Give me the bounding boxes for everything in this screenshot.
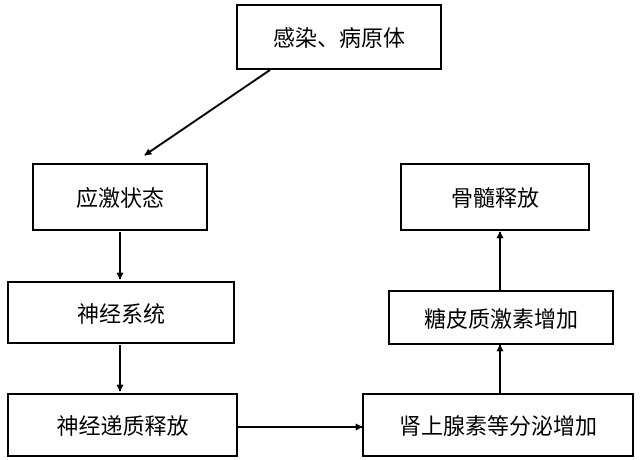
node-nervous-label: 神经系统 [76, 302, 165, 328]
node-bone-marrow-label: 骨髓释放 [450, 187, 539, 212]
node-adrenal-label: 肾上腺素等分泌增加 [398, 415, 597, 440]
node-nervous: 神经系统 [7, 281, 235, 344]
node-stress-label: 应激状态 [75, 187, 164, 212]
node-infection-label: 感染、病原体 [272, 27, 405, 52]
node-glucocorticoid-label: 糖皮质激素增加 [423, 307, 578, 333]
node-stress: 应激状态 [32, 163, 208, 231]
arrow-infection-to-stress [144, 69, 271, 156]
node-bone-marrow: 骨髓释放 [400, 163, 590, 231]
node-infection: 感染、病原体 [236, 4, 442, 70]
node-adrenal: 肾上腺素等分泌增加 [362, 393, 634, 457]
node-neurotransmitter-label: 神经递质释放 [56, 415, 189, 440]
node-glucocorticoid: 糖皮质激素增加 [388, 290, 614, 345]
node-neurotransmitter: 神经递质释放 [7, 393, 238, 457]
